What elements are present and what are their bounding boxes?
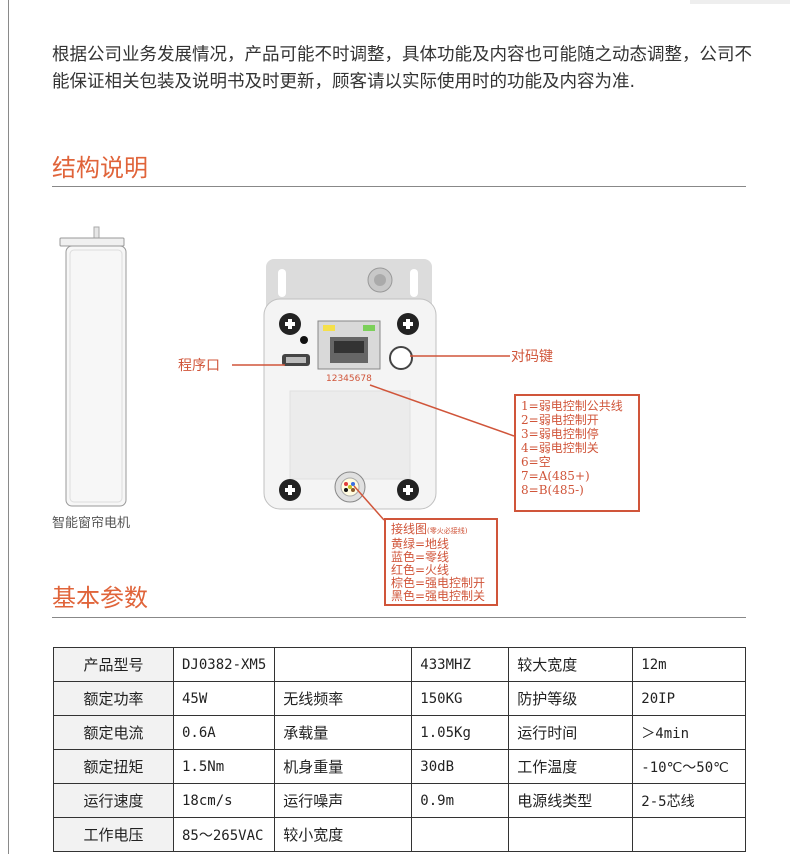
table-cell: 运行时间 (508, 715, 634, 750)
table-cell: 无线频率 (274, 681, 413, 716)
control-panel-image (263, 259, 437, 510)
notice-text: 根据公司业务发展情况，产品可能不时调整，具体功能及内容也可能随之动态调整，公司不… (52, 45, 752, 92)
wiring-note: (零火必接线) (427, 527, 468, 535)
pin-item: 3=弱电控制停 (521, 427, 599, 441)
table-cell: DJ0382-XM5 (172, 647, 276, 682)
wiring-item: 蓝色=零线 (391, 550, 450, 564)
table-cell: 较大宽度 (508, 647, 634, 682)
pin-item: 2=弱电控制开 (521, 413, 599, 427)
table-cell: 电源线类型 (508, 783, 634, 818)
pin-numbers: 12345678 (326, 374, 372, 384)
curtain-motor-image (59, 226, 127, 507)
pin-item: 7=A(485+) (521, 469, 590, 483)
table-cell: 运行噪声 (274, 783, 413, 818)
table-cell: 85～265VAC (172, 817, 276, 852)
table-cell: 较小宽度 (274, 817, 413, 852)
wiring-item: 棕色=强电控制开 (391, 576, 486, 590)
table-cell: 工作温度 (508, 749, 634, 784)
table-cell: 0.6A (172, 715, 276, 750)
pairing-button-label: 对码键 (511, 349, 553, 365)
table-cell: 0.9m (411, 783, 510, 818)
wiring-item: 黄绿=地线 (391, 537, 450, 551)
section-title-structure: 结构说明 (52, 154, 148, 182)
pin-item: 1=弱电控制公共线 (521, 399, 623, 413)
pin-item: 4=弱电控制关 (521, 441, 599, 455)
param-name-cell: 额定扭矩 (53, 749, 174, 784)
table-cell: 12m (632, 647, 747, 682)
table-cell: -10℃～50℃ (632, 749, 747, 784)
param-name-cell: 产品型号 (53, 647, 174, 682)
section-divider (52, 617, 746, 618)
table-cell (632, 817, 747, 852)
table-cell: 18cm/s (172, 783, 276, 818)
table-cell: 433MHZ (411, 647, 510, 682)
table-cell (508, 817, 634, 852)
table-cell: 2-5芯线 (632, 783, 747, 818)
table-cell: 20IP (632, 681, 747, 716)
wiring-title: 接线图 (391, 522, 428, 536)
table-cell: 机身重量 (274, 749, 413, 784)
table-cell: 45W (172, 681, 276, 716)
table-cell: ＞4min (632, 715, 747, 750)
section-title-params: 基本参数 (52, 584, 148, 612)
section-divider (52, 186, 746, 187)
wiring-item: 黑色=强电控制关 (391, 589, 486, 603)
wiring-item: 红色=火线 (391, 563, 450, 577)
table-cell: 承载量 (274, 715, 413, 750)
pin-item: 8=B(485-) (521, 483, 584, 497)
table-cell: 1.05Kg (411, 715, 510, 750)
param-name-cell: 工作电压 (53, 817, 174, 852)
table-cell: 防护等级 (508, 681, 634, 716)
table-cell: 1.5Nm (172, 749, 276, 784)
param-name-cell: 额定功率 (53, 681, 174, 716)
page-frame-left (8, 0, 9, 854)
wiring-legend-box: 接线图(零火必接线) 黄绿=地线 蓝色=零线 红色=火线 棕色=强电控制开 黑色… (384, 518, 498, 606)
program-port-label: 程序口 (178, 358, 220, 374)
table-cell: 150KG (411, 681, 510, 716)
pin-legend-box: 1=弱电控制公共线 2=弱电控制开 3=弱电控制停 4=弱电控制关 6=空 7=… (514, 394, 640, 512)
table-cell: 30dB (411, 749, 510, 784)
page-frame-top (690, 0, 790, 4)
param-name-cell: 额定电流 (53, 715, 174, 750)
table-cell (411, 817, 510, 852)
pin-item: 6=空 (521, 455, 551, 469)
motor-label: 智能窗帘电机 (52, 516, 131, 531)
table-cell (274, 647, 413, 682)
param-name-cell: 运行速度 (53, 783, 174, 818)
